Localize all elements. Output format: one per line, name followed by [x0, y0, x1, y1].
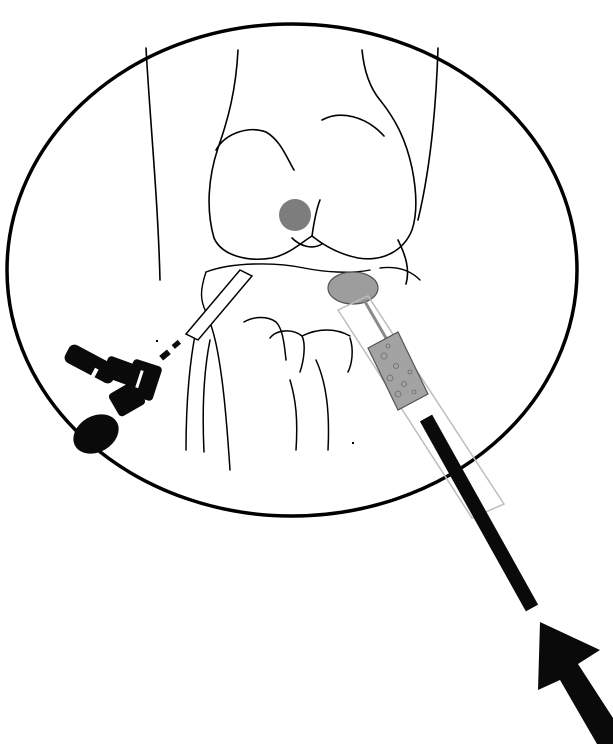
- femoral-tunnel-marker: [279, 199, 311, 231]
- arrow-icon: [538, 622, 613, 744]
